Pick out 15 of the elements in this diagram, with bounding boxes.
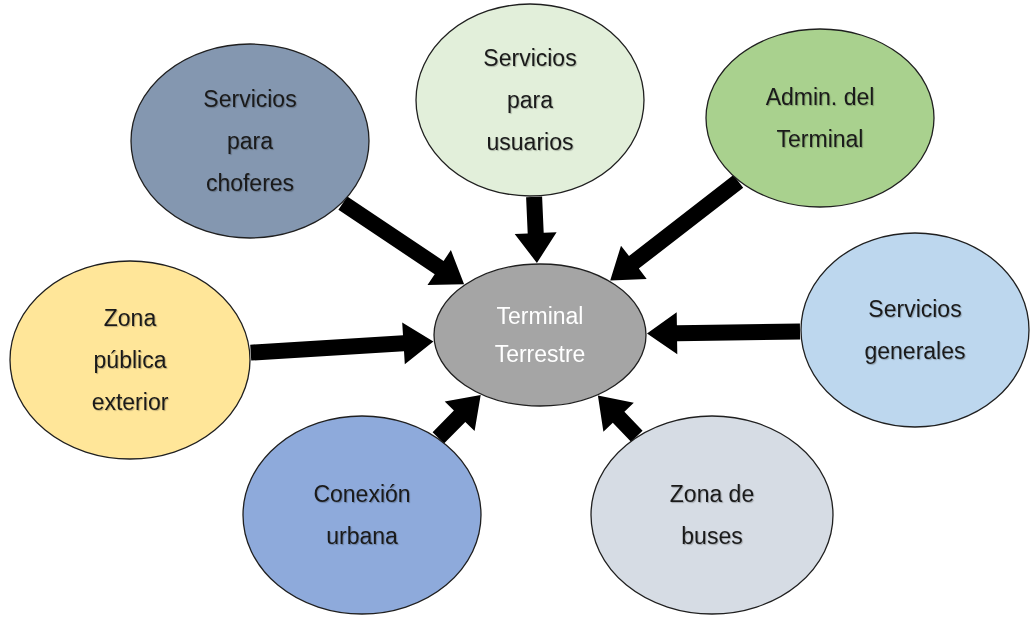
node-label: Conexión urbana (312, 480, 412, 551)
block-arrow (250, 322, 434, 365)
block-arrow (338, 196, 465, 285)
node-label: Terminal Terrestre (493, 302, 587, 369)
node-label: Admin. del Terminal (764, 83, 876, 154)
node-label: Zona de buses (668, 480, 756, 551)
block-arrow (647, 312, 801, 355)
node-label: Zona pública exterior (90, 304, 170, 417)
block-arrow (597, 395, 643, 442)
block-arrow (432, 394, 481, 444)
node-label: Servicios generales (863, 295, 967, 366)
node-label: Servicios para choferes (202, 85, 298, 198)
block-arrow (514, 196, 557, 263)
block-arrow (610, 175, 744, 281)
node-label: Servicios para usuarios (482, 44, 578, 157)
